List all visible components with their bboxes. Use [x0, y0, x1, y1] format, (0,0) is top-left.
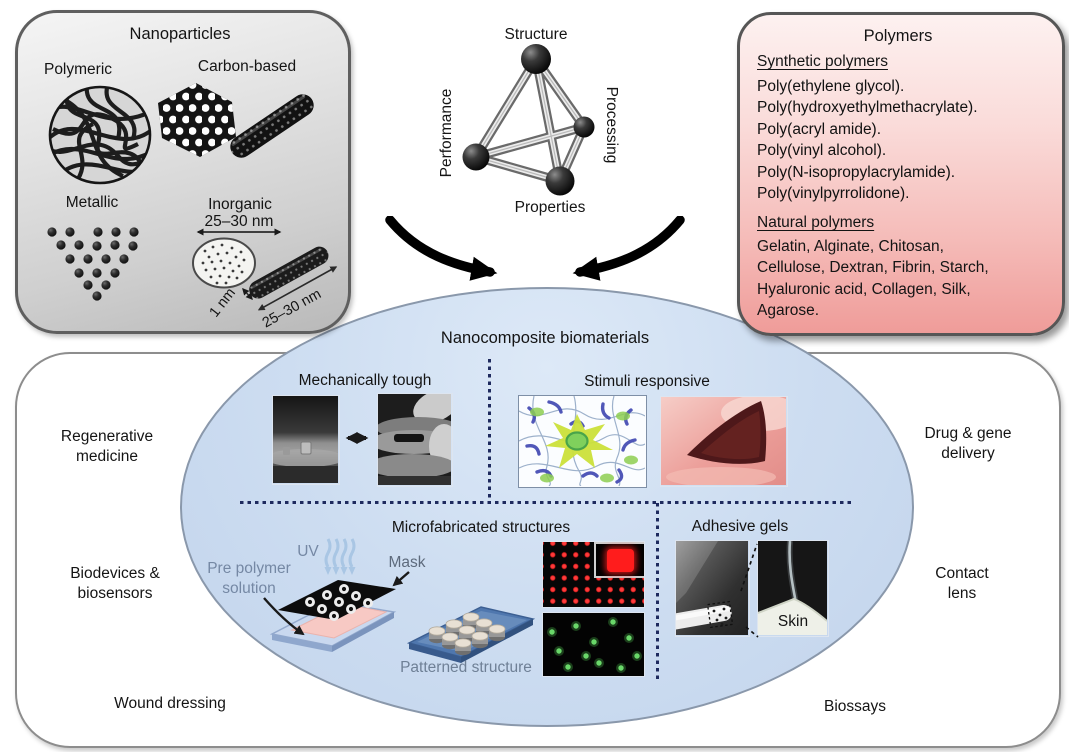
- polymers-title: Polymers: [863, 27, 933, 45]
- list-item: Poly(N-isopropylacrylamide).: [757, 163, 956, 181]
- microfabricated-structures-label: Microfabricated structures: [391, 519, 571, 536]
- stimuli-tissue-photo: [660, 396, 788, 487]
- skin-label: Skin: [777, 613, 809, 630]
- list-item: Poly(acryl amide).: [757, 120, 882, 138]
- tetrahedron-properties-label: Properties: [514, 199, 586, 216]
- adhesive-gel-photo: [675, 540, 750, 637]
- patterned-structure-graphic: [406, 606, 536, 663]
- natural-polymers-heading: Natural polymers: [757, 214, 875, 231]
- list-item: Poly(ethylene glycol).: [757, 78, 905, 95]
- metallic-label: Metallic: [65, 194, 119, 211]
- natural-polymers-list: Gelatin, Alginate, Chitosan, Cellulose, …: [757, 238, 989, 320]
- carbon-based-label: Carbon-based: [197, 58, 297, 75]
- tetrahedron-structure-label: Structure: [504, 26, 568, 43]
- synthetic-polymers-list: Poly(ethylene glycol). Poly(hydroxyethyl…: [757, 76, 1057, 204]
- red-microarray-inset: [594, 542, 644, 578]
- divider-vertical-top: [488, 359, 491, 502]
- application-biodevices-biosensors: Biodevices & biosensors: [70, 565, 160, 602]
- inorganic-rod-graphic: [249, 246, 338, 311]
- patterned-structure-label: Patterned structure: [400, 659, 532, 676]
- converging-arrows: [385, 216, 685, 281]
- red-microarray-photo: [542, 541, 645, 608]
- uv-arrows-icon: [324, 538, 356, 575]
- divider-horizontal: [240, 501, 853, 504]
- list-item: Poly(hydroxyethylmethacrylate).: [757, 99, 978, 117]
- polymers-box: [737, 12, 1065, 336]
- green-particles-photo: [542, 612, 645, 677]
- application-contact-lens: Contact lens: [935, 565, 989, 602]
- tetrahedron-processing-label: Processing: [602, 86, 620, 164]
- nanocomposite-title: Nanocomposite biomaterials: [440, 329, 650, 347]
- mech-tough-photo-after: [377, 393, 453, 487]
- synthetic-polymers-heading: Synthetic polymers: [757, 53, 888, 70]
- application-biossays: Biossays: [823, 698, 887, 715]
- list-item: Poly(vinylpyrrolidone).: [757, 185, 910, 203]
- uv-label: UV: [297, 543, 319, 560]
- pre-polymer-label: Pre polymer solution: [207, 560, 291, 597]
- application-wound-dressing: Wound dressing: [114, 695, 226, 712]
- tetrahedron-graphic: [462, 44, 595, 196]
- application-regenerative-medicine: Regenerative medicine: [60, 428, 154, 465]
- cylinder-group: [428, 612, 506, 656]
- application-drug-gene-delivery: Drug & gene delivery: [924, 425, 1012, 462]
- red-square-highlight: [607, 549, 634, 572]
- adhesive-gels-label: Adhesive gels: [691, 518, 789, 535]
- tetrahedron-performance-label: Performance: [438, 88, 456, 178]
- metallic-nanoparticles-graphic: [47, 227, 139, 301]
- divider-vertical-bottom: [656, 503, 659, 679]
- mechanically-tough-label: Mechanically tough: [298, 372, 432, 389]
- list-item: Poly(vinyl alcohol).: [757, 142, 887, 160]
- mask-label: Mask: [388, 554, 426, 571]
- mech-tough-photo-before: [272, 395, 340, 485]
- polymeric-nanoparticle-graphic: [48, 85, 152, 185]
- graphene-sheet-graphic: [158, 83, 236, 157]
- disc-dimension-label: 25–30 nm: [204, 213, 274, 230]
- carbon-nanotube-graphic: [230, 94, 314, 158]
- inorganic-disc-graphic: [192, 237, 256, 289]
- polymeric-label: Polymeric: [43, 61, 113, 78]
- stimuli-cell-schematic: [518, 395, 647, 488]
- nanoparticles-title: Nanoparticles: [129, 25, 231, 43]
- stimuli-responsive-label: Stimuli responsive: [584, 373, 710, 390]
- inorganic-label: Inorganic: [208, 196, 272, 213]
